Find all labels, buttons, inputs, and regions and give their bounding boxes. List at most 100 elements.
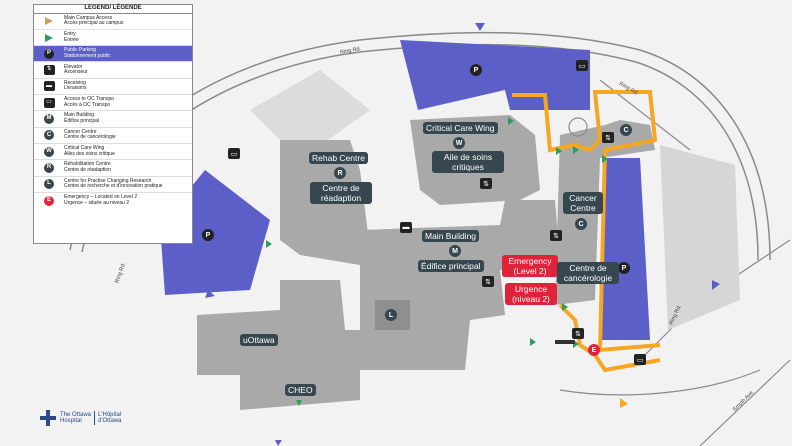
legend-label-en: Public Parking <box>64 47 96 54</box>
cancer-centre-label: Cancer Centre <box>563 192 603 214</box>
bus-icon: ▭ <box>228 148 240 159</box>
main-access-arrow-east <box>712 280 720 290</box>
legend-label-fr: Centre de réadaption <box>64 166 111 173</box>
main-access-arrow-north <box>475 23 485 31</box>
main-building-icon: M <box>44 114 54 125</box>
main-access-arrow-west <box>205 290 215 298</box>
entry-arrow-main-south <box>530 338 536 346</box>
bus-icon: ▭ <box>634 354 646 365</box>
entry-arrow-icon <box>45 33 53 42</box>
uottawa-label: uOttawa <box>240 334 278 346</box>
legend-label-en: Critical Care Wing <box>64 145 105 152</box>
legend-label-en: Access to OC Transpo <box>64 96 115 103</box>
main-building-fr-label: Édifice principal <box>418 260 484 272</box>
legend-label-fr: Centre de recherche et d'innovation prat… <box>64 183 163 190</box>
accessible-route-south <box>558 303 661 373</box>
road-south <box>559 369 761 396</box>
legend-label-fr: Ascenseur <box>64 69 88 76</box>
hospital-logo: The Ottawa Hospital L'Hôpital d'Ottawa <box>40 410 122 426</box>
elevator-icon: ⇅ <box>482 276 494 287</box>
legend-label-fr: Ailes des soins critique <box>64 150 115 157</box>
cancer-centre-building <box>555 120 655 305</box>
uottawa-building <box>197 280 360 410</box>
entry-arrow-cheo <box>296 400 302 406</box>
logo-en-line1: The Ottawa <box>60 411 92 418</box>
elevator-icon: ⇅ <box>572 328 584 339</box>
rehab-centre-label: Rehab Centre <box>309 152 368 164</box>
legend-label-fr: Édifice principal <box>64 118 100 125</box>
emergency-icon: E <box>44 196 54 206</box>
entry-arrow-rehab <box>266 240 272 248</box>
legend-label-fr: Stationnement public <box>64 52 111 59</box>
emergency-icon: E <box>588 344 600 356</box>
bus-icon: ▭ <box>576 60 588 71</box>
logo-divider <box>94 411 96 425</box>
legend-label-fr: Entrée <box>64 36 79 43</box>
receiving-truck-icon: ▬ <box>400 222 412 233</box>
legend-label-fr: Accès principal au campus <box>64 20 124 27</box>
rehab-centre-fr-label: Centre de réadaption <box>310 182 372 204</box>
legend-label-fr: Livraisons <box>64 85 87 92</box>
practice-changing-research-icon: L <box>385 309 397 321</box>
legend-label-en: Cancer Centre <box>64 128 97 135</box>
parking-icon: P <box>618 262 630 274</box>
logo-en-line2: Hospital <box>60 418 82 424</box>
legend-label-en: Elevator <box>64 63 83 70</box>
access-arrow-south <box>620 398 628 408</box>
practice-changing-research-icon: L <box>44 179 54 190</box>
cancer-centre-icon: C <box>575 218 587 230</box>
emergency-fr-label: Urgence (niveau 2) <box>505 283 557 305</box>
receiving-truck-icon: ▬ <box>43 81 55 92</box>
entry-arrow-cancer-north-2 <box>573 146 579 154</box>
lot-north-west <box>250 70 370 160</box>
legend-label-en: Entry <box>64 30 76 37</box>
logo-fr-line1: L'Hôpital <box>98 411 122 418</box>
critical-care-wing-fr-label: Aile de soins critiques <box>432 151 504 173</box>
rehab-centre-icon: R <box>334 167 346 179</box>
cancer-centre-fr-label: Centre de cancérologie <box>557 262 619 284</box>
cheo-label: CHEO <box>285 384 316 396</box>
critical-care-wing-label: Critical Care Wing <box>423 122 498 134</box>
roundabout <box>568 117 588 137</box>
main-access-arrow-south <box>275 440 282 446</box>
main-access-arrow-icon <box>45 17 53 26</box>
critical-care-icon: W <box>44 146 54 157</box>
logo-fr-line2: d'Ottawa <box>98 418 122 424</box>
elevator-icon: ⇅ <box>480 178 492 189</box>
legend-label-en: Emergency – Located on Level 2 <box>64 194 138 201</box>
legend-label-en: Receiving <box>64 79 86 86</box>
smyth-road <box>699 359 791 446</box>
legend-label-fr: Urgence – située au niveau 2 <box>64 200 130 206</box>
entry-arrow-critical-care <box>508 117 514 125</box>
parking-lot-cancer <box>600 158 650 340</box>
emergency-label: Emergency (Level 2) <box>502 255 558 277</box>
lot-east <box>660 145 740 330</box>
legend-title: LEGEND/ LÉGENDE <box>34 5 192 14</box>
rehab-centre-icon: R <box>44 162 54 173</box>
legend-label-fr: Centre de cancérologie <box>64 134 116 141</box>
cancer-centre-icon: C <box>620 124 632 136</box>
legend-label-en: Centre for Practise Changing Research <box>64 177 152 184</box>
parking-icon: P <box>470 64 482 76</box>
legend-label-en: Main Campus Access <box>64 14 113 21</box>
critical-care-icon: W <box>453 137 465 149</box>
legend-label-fr: Accès à OC Transpo <box>64 101 111 108</box>
elevator-icon: ⇅ <box>602 132 614 143</box>
elevator-icon: ⇅ <box>550 230 562 241</box>
parking-lot-north <box>400 40 590 110</box>
accessible-route-east <box>512 90 661 353</box>
legend-label-en: Main Building <box>64 112 95 119</box>
legend-label-en: Rehabilitation Centre <box>64 161 111 168</box>
main-building-label: Main Building <box>422 230 480 242</box>
